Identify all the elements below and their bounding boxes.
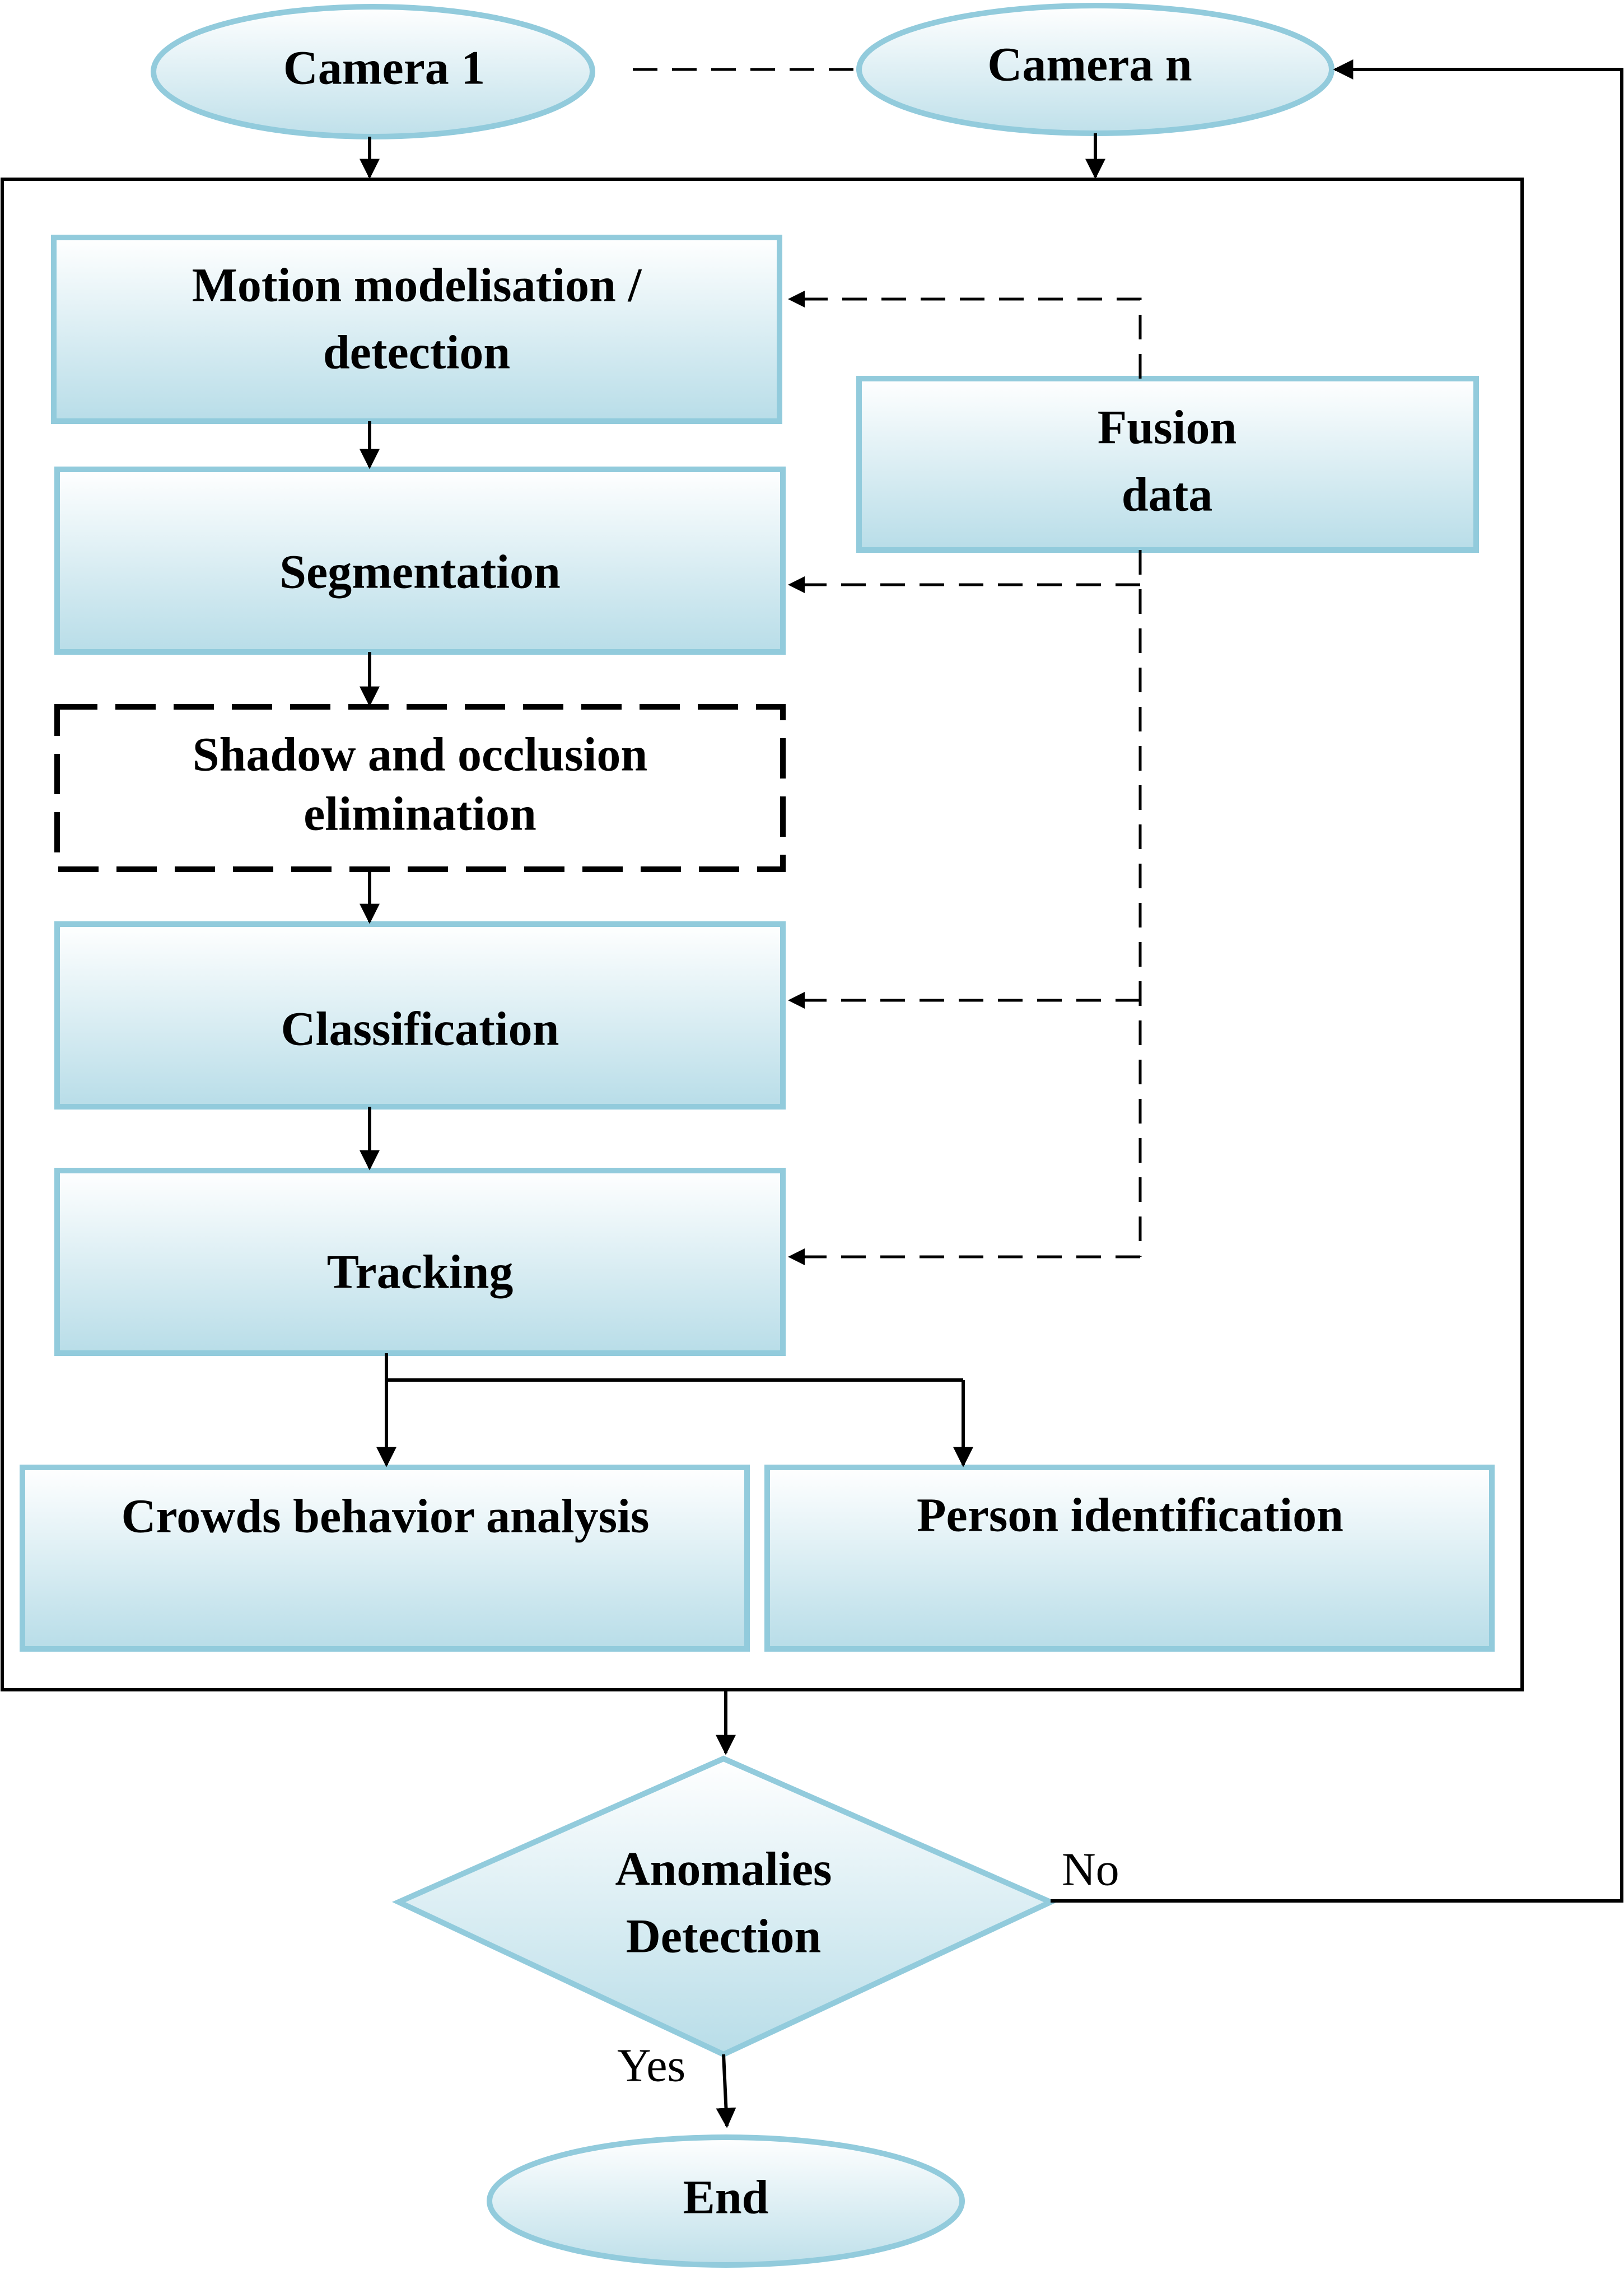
- yes-label: Yes: [617, 2039, 685, 2091]
- fusion-data-node: Fusion data: [856, 376, 1479, 553]
- camera-1-node: Camera 1: [151, 4, 595, 139]
- segmentation-label: Segmentation: [279, 545, 561, 599]
- shadow-occlusion-node: Shadow and occlusion elimination: [54, 704, 786, 872]
- tracking-label: Tracking: [327, 1245, 514, 1299]
- classification-label: Classification: [281, 1002, 559, 1056]
- anomalies-label-line-2: Detection: [626, 1909, 822, 1963]
- no-label: No: [1062, 1843, 1119, 1895]
- camera-n-node: Camera n: [856, 3, 1334, 136]
- arrow-yes-to-end: [716, 2054, 736, 2128]
- end-node: End: [487, 2134, 965, 2268]
- end-label: End: [683, 2170, 768, 2224]
- tracking-node: Tracking: [54, 1168, 786, 1356]
- classification-node: Classification: [54, 921, 786, 1110]
- segmentation-node: Segmentation: [54, 467, 786, 655]
- no-loop-connector: [1051, 59, 1623, 1903]
- fusion-link-up: [788, 291, 1142, 379]
- motion-label-line-1: Motion modelisation /: [192, 258, 642, 312]
- camera-1-label: Camera 1: [283, 41, 486, 95]
- person-label: Person identification: [917, 1488, 1343, 1542]
- crowds-behavior-node: Crowds behavior analysis: [20, 1465, 750, 1652]
- anomalies-label-line-1: Anomalies: [615, 1842, 832, 1896]
- fusion-label-line-2: data: [1122, 468, 1212, 521]
- shadow-label-line-2: elimination: [304, 787, 536, 841]
- anomalies-detection-node: Anomalies Detection: [391, 1755, 1058, 2058]
- motion-label-line-2: detection: [323, 325, 510, 379]
- crowds-label: Crowds behavior analysis: [121, 1489, 649, 1543]
- shadow-label-line-1: Shadow and occlusion: [193, 728, 648, 781]
- motion-detection-node: Motion modelisation / detection: [51, 235, 782, 424]
- camera-n-label: Camera n: [987, 38, 1192, 91]
- tracking-split-connector: [385, 1353, 963, 1382]
- fusion-label-line-1: Fusion: [1098, 400, 1237, 454]
- processing-container: [1, 178, 1524, 1691]
- person-identification-node: Person identification: [764, 1465, 1495, 1652]
